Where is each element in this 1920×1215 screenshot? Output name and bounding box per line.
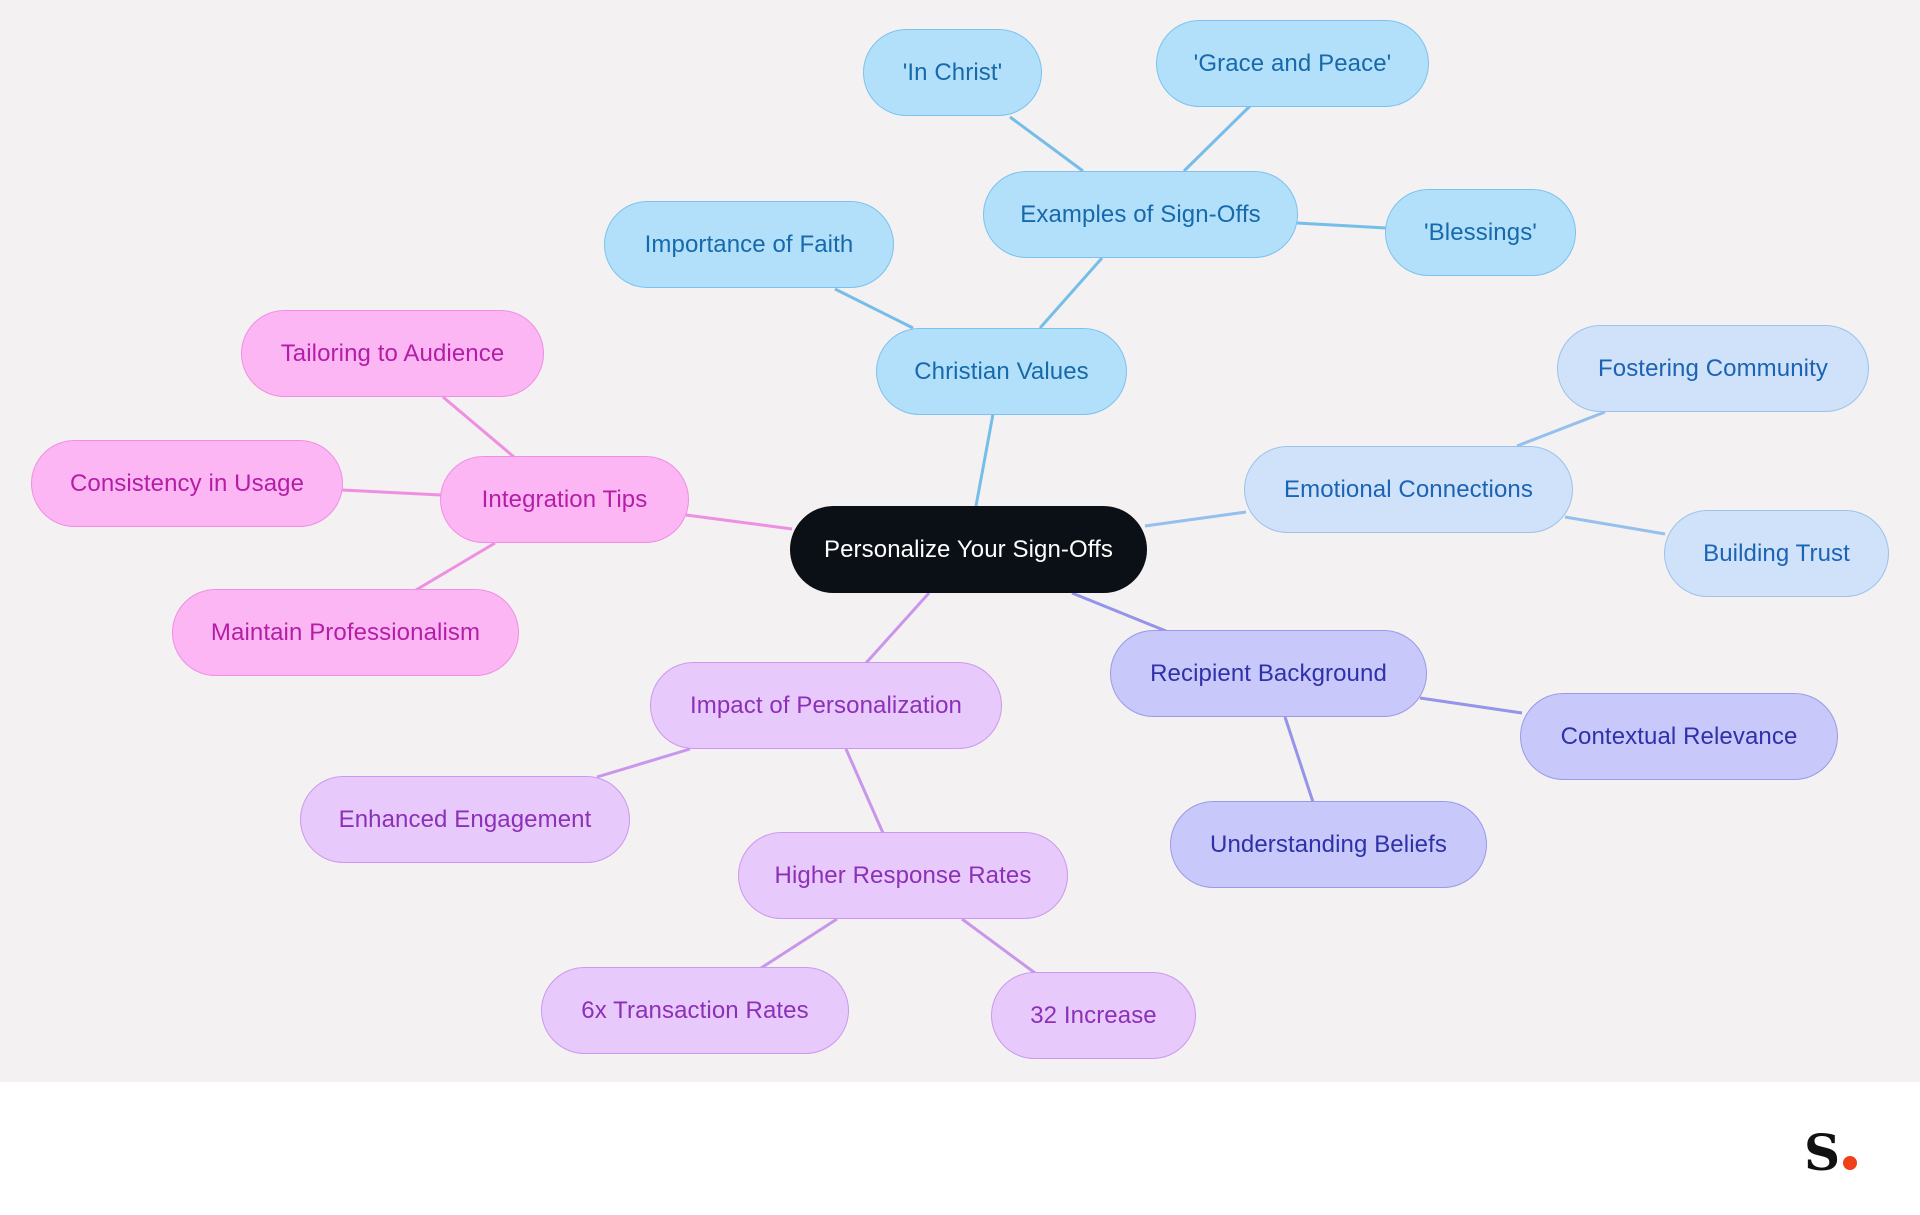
root-node: Personalize Your Sign-Offs — [790, 506, 1147, 593]
edge-root-integration-tips — [685, 513, 793, 531]
brand-dot-icon — [1843, 1156, 1858, 1170]
node-impact-of-personalization: Impact of Personalization — [650, 662, 1002, 749]
node-enhanced-engagement: Enhanced Engagement — [300, 776, 630, 863]
edge-impact-higher-response-rates — [844, 748, 885, 834]
node-32-increase: 32 Increase — [991, 972, 1196, 1059]
edge-examples-grace-and-peace — [1182, 104, 1252, 173]
node-blessings: 'Blessings' — [1385, 189, 1576, 276]
node-maintain-professionalism: Maintain Professionalism — [172, 589, 519, 676]
node-fostering-community: Fostering Community — [1557, 325, 1869, 412]
brand-logo-letter: S — [1804, 1123, 1841, 1182]
node-consistency-in-usage: Consistency in Usage — [31, 440, 343, 527]
node-in-christ: 'In Christ' — [863, 29, 1042, 116]
node-examples-of-sign-offs: Examples of Sign-Offs — [983, 171, 1298, 258]
edge-higher-response-rates-transaction-rates — [760, 917, 838, 970]
footer — [0, 1082, 1920, 1215]
node-contextual-relevance: Contextual Relevance — [1520, 693, 1838, 780]
node-tailoring-to-audience: Tailoring to Audience — [241, 310, 544, 397]
edge-root-christian-values — [974, 413, 995, 507]
edge-root-recipient-background — [1071, 591, 1167, 633]
node-recipient-background: Recipient Background — [1110, 630, 1427, 717]
edge-integration-tips-consistency — [341, 488, 442, 497]
node-christian-values: Christian Values — [876, 328, 1127, 415]
edge-integration-tips-tailoring — [442, 395, 515, 459]
node-integration-tips: Integration Tips — [440, 456, 689, 543]
edge-examples-in-christ — [1009, 115, 1084, 173]
mind-map-canvas: Personalize Your Sign-Offs Christian Val… — [0, 0, 1920, 1082]
node-understanding-beliefs: Understanding Beliefs — [1170, 801, 1487, 888]
edge-christian-values-examples — [1038, 257, 1104, 329]
brand-logo: S — [1804, 1123, 1858, 1182]
edge-root-emotional-connections — [1144, 510, 1247, 528]
edge-emotional-connections-building-trust — [1564, 515, 1666, 536]
connector-lines — [341, 104, 1666, 975]
edge-impact-enhanced-engagement — [596, 747, 691, 779]
edge-christian-values-importance-of-faith — [834, 287, 914, 330]
edge-emotional-connections-fostering-community — [1516, 410, 1606, 448]
edge-examples-blessings — [1296, 221, 1387, 230]
node-importance-of-faith: Importance of Faith — [604, 201, 894, 288]
edge-recipient-background-contextual-relevance — [1419, 696, 1523, 715]
node-grace-and-peace: 'Grace and Peace' — [1156, 20, 1429, 107]
edge-root-impact-of-personalization — [864, 591, 931, 665]
node-higher-response-rates: Higher Response Rates — [738, 832, 1068, 919]
node-building-trust: Building Trust — [1664, 510, 1889, 597]
node-emotional-connections: Emotional Connections — [1244, 446, 1573, 533]
edge-recipient-background-understanding-beliefs — [1283, 716, 1315, 803]
node-6x-transaction-rates: 6x Transaction Rates — [541, 967, 849, 1054]
edge-integration-tips-professionalism — [415, 541, 496, 592]
edge-higher-response-rates-increase — [961, 917, 1036, 975]
